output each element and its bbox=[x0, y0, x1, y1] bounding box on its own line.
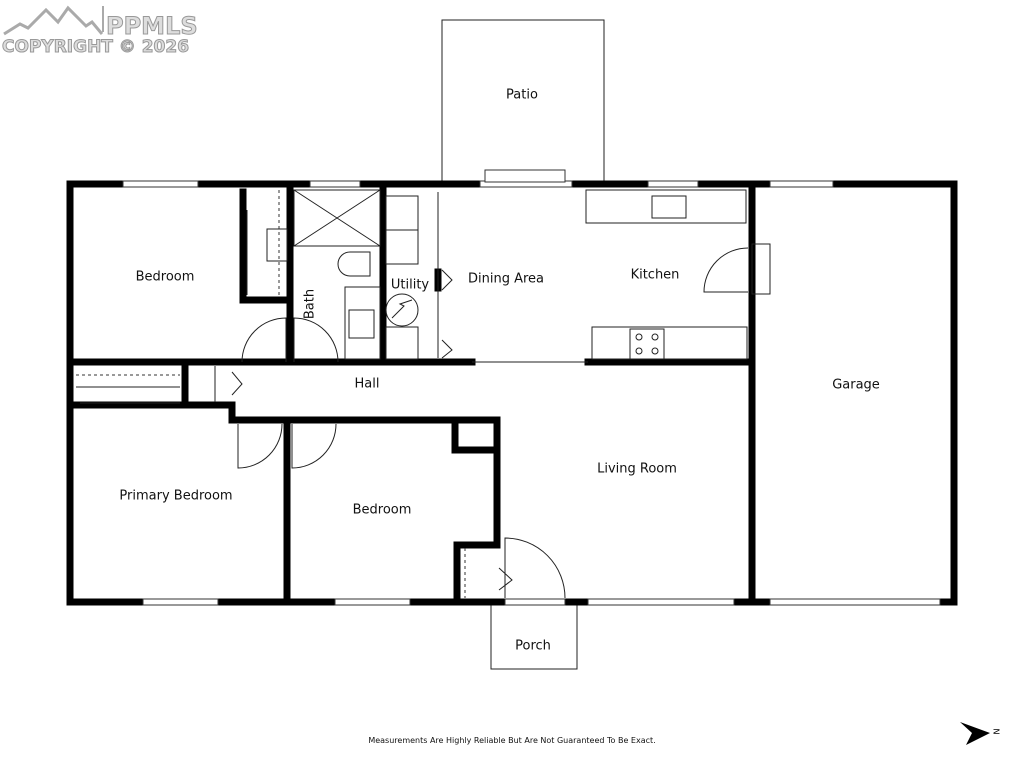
room-label-hall: Hall bbox=[355, 377, 380, 392]
north-label: N bbox=[991, 728, 1001, 735]
exterior-walls bbox=[66, 180, 958, 606]
room-label-utility: Utility bbox=[391, 278, 430, 293]
closet-fixtures bbox=[76, 190, 466, 598]
room-label-porch: Porch bbox=[515, 639, 551, 654]
ppmls-logo: PPMLS COPYRIGHT © 2026 bbox=[1, 2, 198, 58]
room-label-garage: Garage bbox=[832, 378, 880, 393]
north-arrow-icon bbox=[960, 722, 990, 745]
door-swings bbox=[231, 269, 566, 599]
bath-fixtures bbox=[293, 189, 381, 360]
disclaimer-footer: Measurements Are Highly Reliable But Are… bbox=[368, 736, 656, 745]
porch-area bbox=[490, 604, 578, 670]
utility-fixtures bbox=[385, 195, 419, 360]
interior-walls bbox=[66, 180, 756, 606]
room-label-dining: Dining Area bbox=[468, 272, 544, 287]
logo-copyright: COPYRIGHT © 2026 bbox=[1, 37, 190, 58]
room-label-living: Living Room bbox=[597, 462, 677, 477]
logo-brand: PPMLS bbox=[106, 12, 199, 41]
room-label-bath: Bath bbox=[303, 289, 318, 319]
room-label-bedroom-top: Bedroom bbox=[136, 270, 195, 285]
room-label-primary-bedroom: Primary Bedroom bbox=[119, 489, 232, 504]
room-label-bedroom-bottom: Bedroom bbox=[353, 503, 412, 518]
room-label-patio: Patio bbox=[506, 88, 538, 103]
room-label-kitchen: Kitchen bbox=[631, 268, 680, 283]
windows bbox=[122, 169, 941, 606]
mountain-logo-icon bbox=[3, 5, 104, 36]
kitchen-fixtures bbox=[585, 189, 771, 360]
